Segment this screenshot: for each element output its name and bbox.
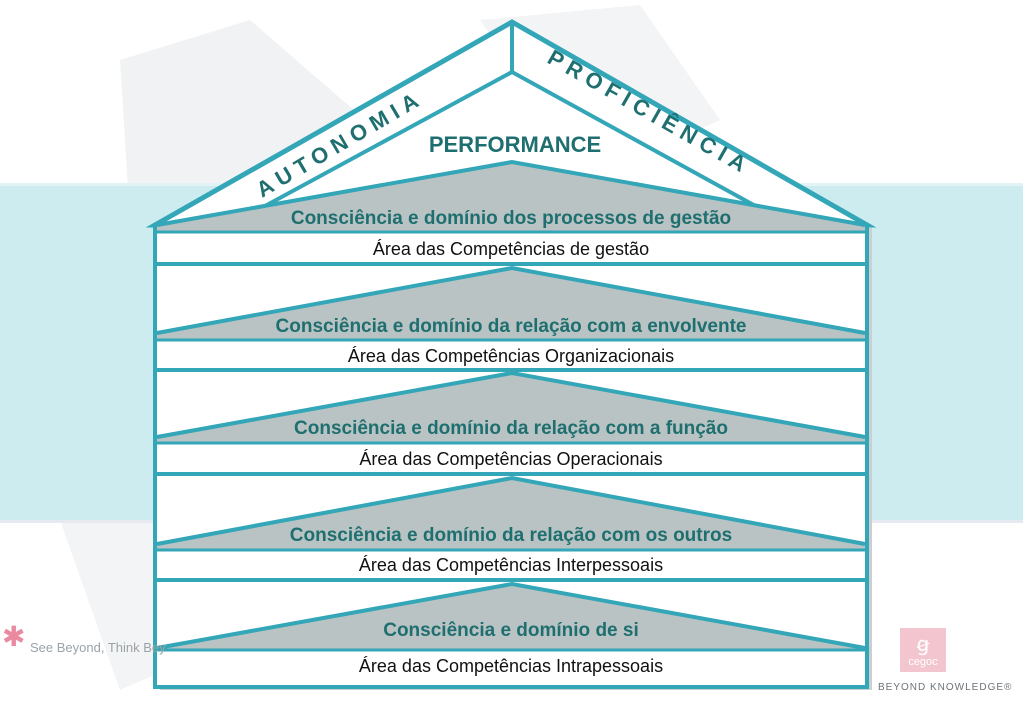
tier-5-area: Área das Competências Intrapessoais [358, 656, 664, 676]
tier-3-band [157, 373, 865, 443]
tier-4-band [157, 478, 865, 550]
tier-4-area: Área das Competências Interpessoais [358, 555, 664, 575]
tier-1-chevron [156, 159, 866, 227]
performance-label: PERFORMANCE [428, 132, 602, 157]
tier-5-chevron [156, 581, 866, 650]
tier-2-chevron [156, 265, 866, 335]
tier-3-area: Área das Competências Operacionais [359, 449, 663, 469]
tier-2-title: Consciência e domínio da relação com a e… [275, 316, 747, 337]
tier-4-chevron [156, 475, 866, 546]
tier-1-band [157, 162, 865, 232]
asterisk-icon: ✱ [2, 621, 26, 652]
logo-mark-icon: ꞡ [916, 634, 930, 656]
tier-1-title: Consciência e domínio dos processos de g… [290, 208, 732, 229]
tier-1-area: Área das Competências de gestão [372, 239, 650, 259]
brand-slogan-right: BEYOND KNOWLEDGE® [878, 682, 1013, 693]
logo-text: cegoc [908, 656, 938, 668]
tier-3-chevron [156, 370, 866, 439]
tier-5-title: Consciência e domínio de si [383, 620, 639, 641]
tier-2-area: Área das Competências Organizacionais [347, 346, 675, 366]
brand-slogan-left: ✱ See Beyond, Think Bey [2, 621, 166, 655]
tier-3-title: Consciência e domínio da relação com a f… [294, 418, 728, 439]
brand-slogan-left-text: See Beyond, Think Bey [30, 640, 166, 655]
tier-2-band [157, 268, 865, 340]
tier-4-title: Consciência e domínio da relação com os … [289, 525, 733, 546]
tier-5-band [157, 584, 865, 650]
cegoc-logo: ꞡ cegoc [900, 628, 946, 672]
